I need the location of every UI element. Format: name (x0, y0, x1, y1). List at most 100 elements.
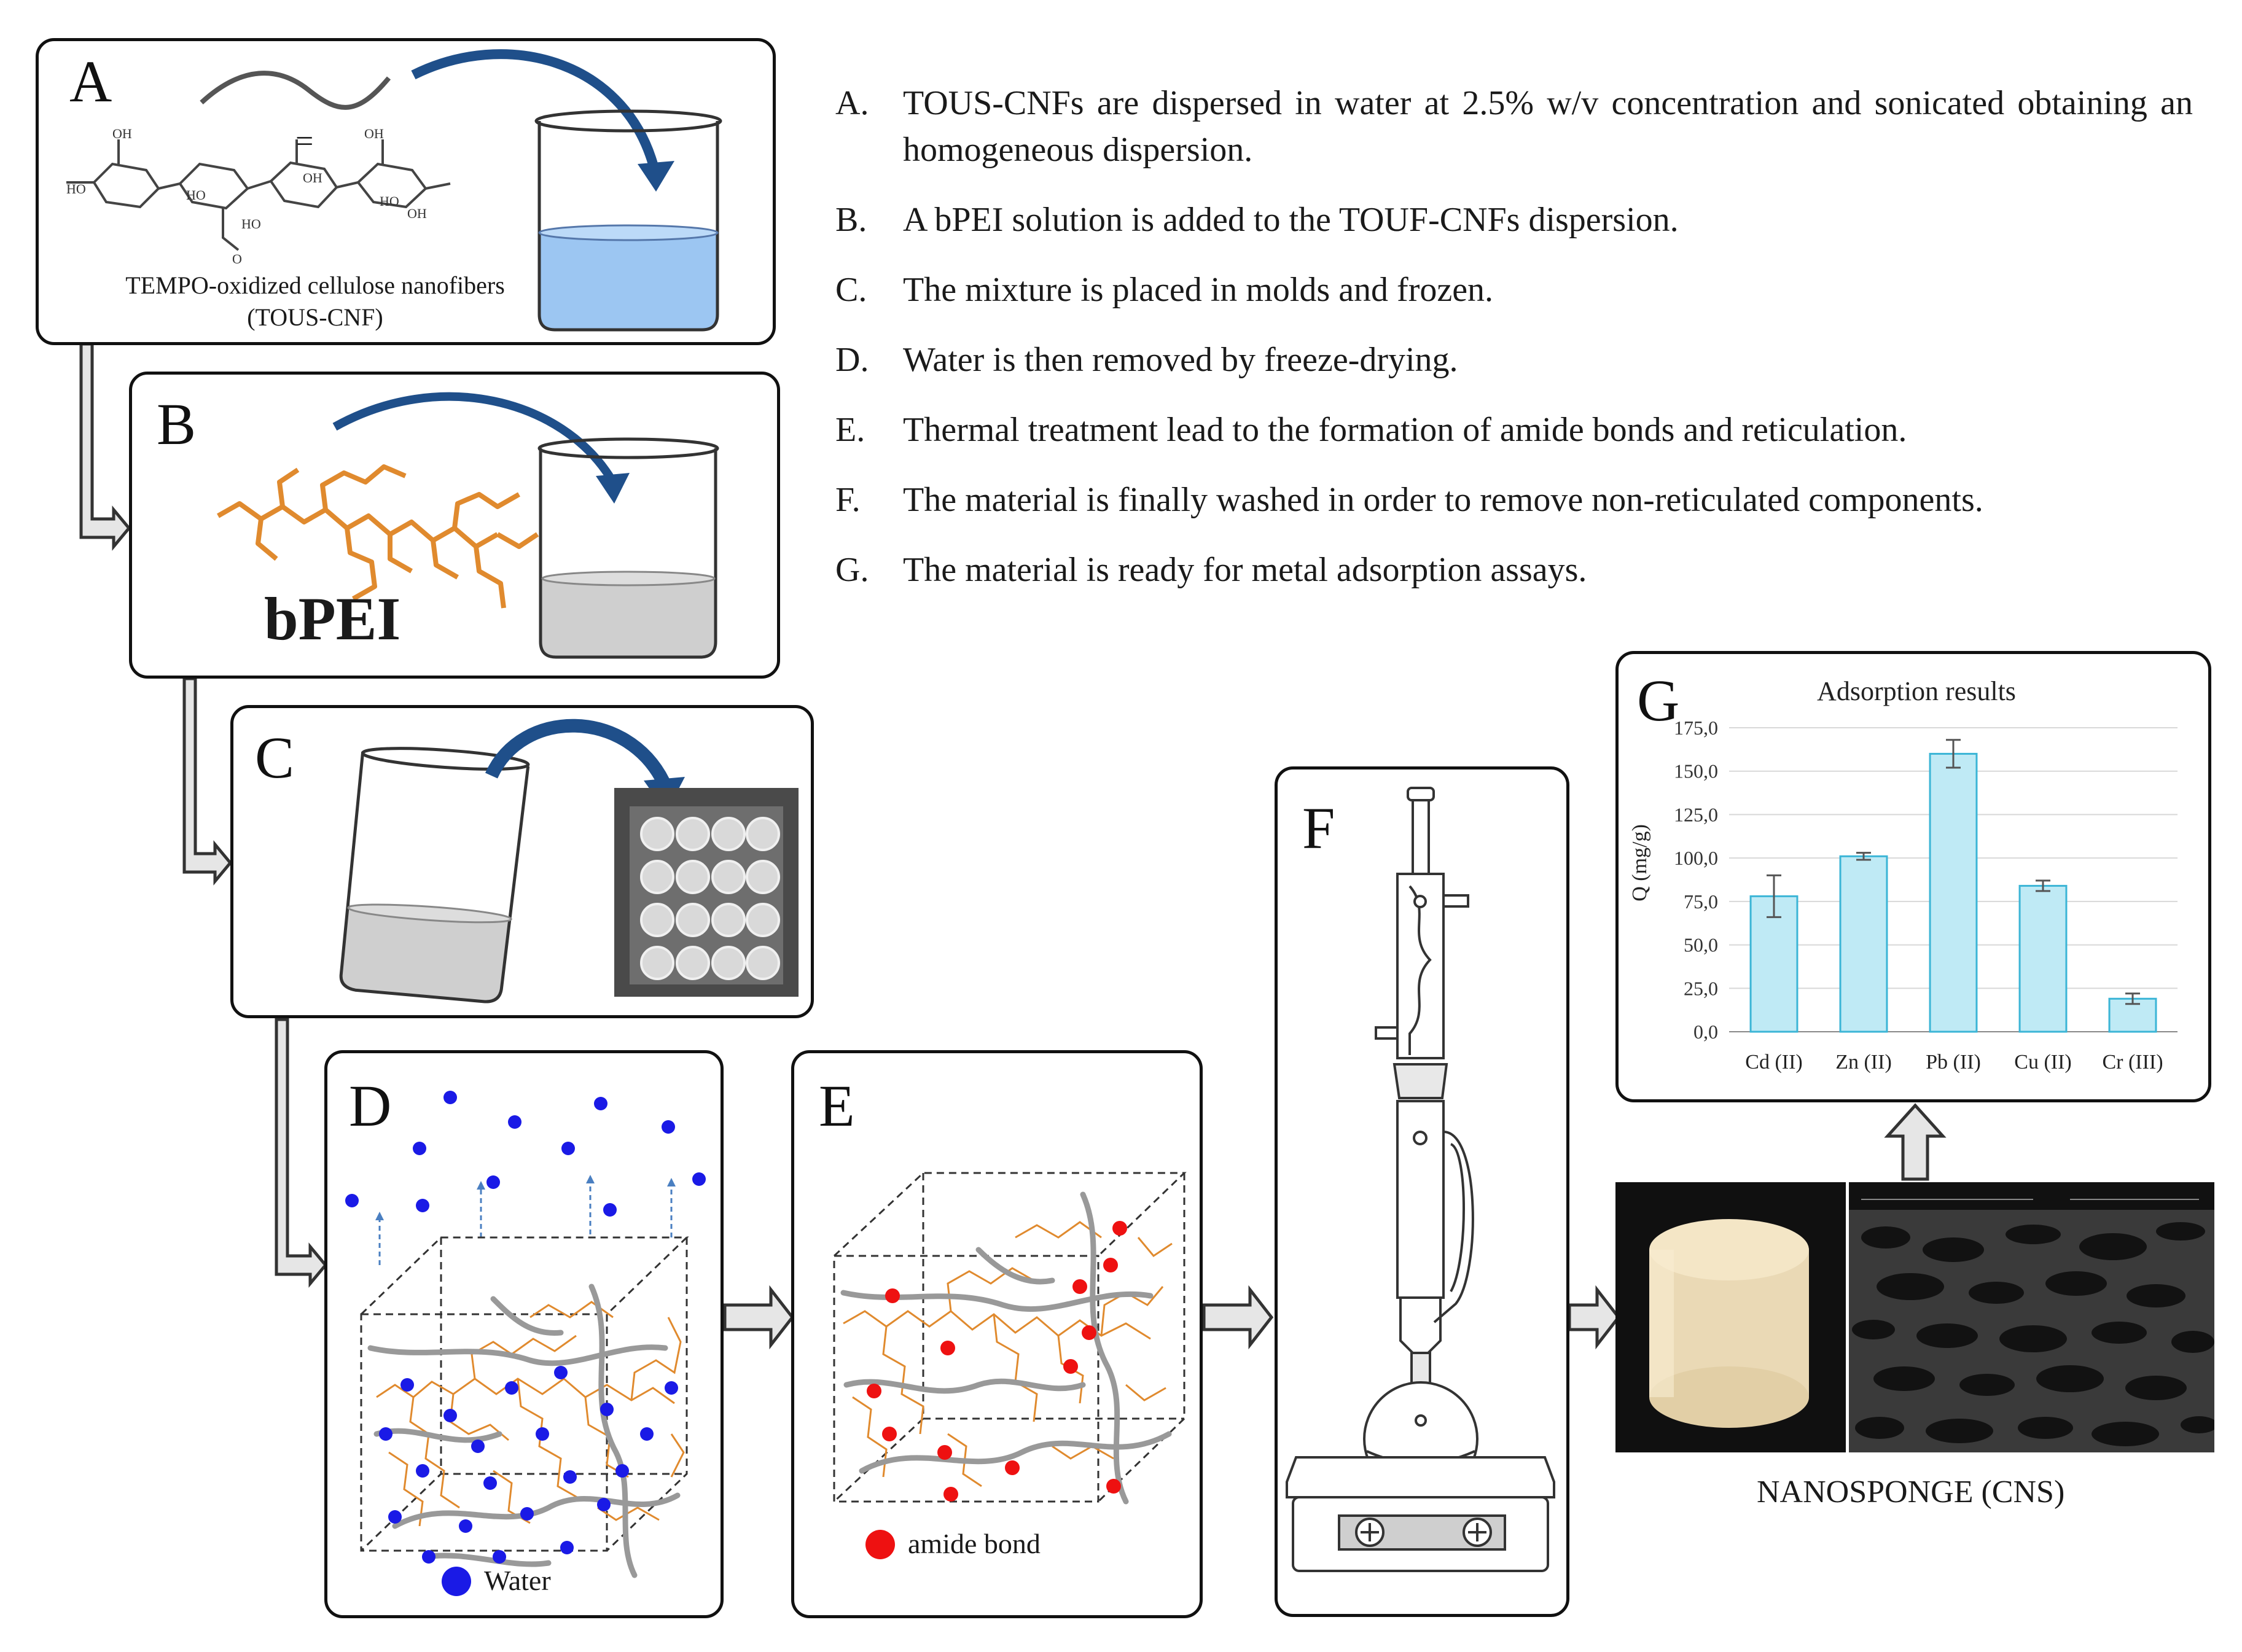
amide-bonds (867, 1221, 1127, 1502)
chart-x-ticks: Cd (II) Zn (II) Pb (II) Cu (II) Cr (III) (1745, 1051, 2163, 1073)
bpei-label: bPEI (264, 585, 401, 653)
sponge-cylinder (1649, 1219, 1809, 1428)
y-tick-label: 125,0 (1674, 803, 1718, 825)
pour-arrow-b (332, 392, 615, 481)
amide-legend-label: amide bond (908, 1528, 1041, 1559)
x-tick-label: Cr (III) (2102, 1051, 2163, 1073)
step-a: A.TOUS-CNFs are dispersed in water at 2.… (835, 84, 2193, 169)
pour-arrow (411, 49, 658, 166)
soxhlet-apparatus (1286, 787, 1555, 1572)
water-legend-dot (442, 1567, 471, 1596)
equals-sign: = (295, 124, 313, 159)
sem-image (1849, 1182, 2217, 1452)
step-g: G.The material is ready for metal adsorp… (835, 551, 1587, 589)
panel-e-letter: E (819, 1073, 855, 1139)
bar-cuii (2018, 884, 2068, 1033)
svg-text:HO: HO (66, 181, 86, 197)
y-tick-label: 100,0 (1674, 847, 1718, 869)
water-molecules-released (345, 1091, 706, 1217)
step-e: E.Thermal treatment lead to the formatio… (835, 411, 1907, 449)
panel-d: D (324, 1050, 724, 1618)
panel-b-letter: B (157, 391, 197, 457)
panel-e-drawing (833, 1172, 1187, 1559)
chart-bars (1749, 739, 2157, 1033)
panel-a-caption-line1: TEMPO-oxidized cellulose nanofibers (125, 271, 505, 299)
bar-znii (1839, 855, 1888, 1033)
panel-f-letter: F (1302, 795, 1335, 861)
pour-arrow-b-head (596, 473, 630, 504)
pour-arrow-head (638, 161, 674, 192)
chart-y-axis-label: Q (mg/g) (1628, 824, 1651, 902)
amide-legend-dot (865, 1530, 895, 1559)
panel-g-letter: G (1637, 668, 1680, 733)
x-tick-label: Zn (II) (1835, 1051, 1892, 1073)
connector-d-e (723, 1285, 795, 1350)
step-b: B.A bPEI solution is added to the TOUF-C… (835, 201, 1679, 239)
beaker-a (534, 109, 722, 332)
chart-y-ticks: 0,0 25,0 50,0 75,0 100,0 125,0 150,0 175,0 (1674, 717, 1718, 1043)
sublimation-arrows (375, 1175, 676, 1265)
connector-a-b (79, 342, 131, 551)
adsorption-chart: Adsorption results Q (mg/g) 0,0 25,0 50,0 7… (1628, 676, 2178, 1073)
y-tick-label: 75,0 (1684, 890, 1718, 913)
sem-porous-texture (1849, 1182, 2217, 1446)
water-molecules-trapped (379, 1366, 678, 1564)
svg-text:O: O (232, 251, 242, 267)
nanosponge-photo (1615, 1182, 1846, 1452)
x-tick-label: Cu (II) (2014, 1051, 2071, 1073)
panel-c-drawing (339, 719, 799, 1003)
step-c: C.The mixture is placed in molds and fro… (835, 271, 1494, 309)
fiber-wave (200, 71, 391, 110)
x-tick-label: Pb (II) (1926, 1051, 1981, 1073)
step-list: A.TOUS-CNFs are dispersed in water at 2.… (835, 80, 2193, 617)
water-legend-label: Water (484, 1565, 551, 1596)
panel-f: F (1275, 766, 1569, 1617)
panel-d-letter: D (349, 1073, 392, 1139)
panel-a-letter: A (69, 49, 112, 114)
svg-text:OH: OH (303, 170, 322, 185)
panel-b: B bPEI (129, 372, 780, 679)
connector-sponge-g (1884, 1103, 1947, 1181)
y-tick-label: 175,0 (1674, 717, 1718, 739)
y-tick-label: 0,0 (1693, 1021, 1718, 1043)
svg-text:OH: OH (364, 126, 384, 141)
svg-text:HO: HO (380, 193, 399, 209)
connector-e-f (1202, 1285, 1274, 1350)
fibers-d (367, 1284, 681, 1578)
bar-pbii (1929, 752, 1978, 1033)
connector-b-c (182, 677, 233, 886)
chart-title: Adsorption results (1817, 676, 2016, 706)
panel-d-drawing (345, 1091, 706, 1596)
step-f: F.The material is finally washed in orde… (835, 481, 1983, 519)
cube-e (833, 1172, 1187, 1503)
panel-a-caption-line2: (TOUS-CNF) (247, 303, 383, 331)
panel-a-caption: TEMPO-oxidized cellulose nanofibers (TOU… (76, 270, 555, 333)
y-tick-label: 150,0 (1674, 760, 1718, 782)
connector-f-sponge (1568, 1285, 1621, 1350)
panel-g: G Adsorption results Q (mg/g) 0,0 25,0 50,… (1615, 651, 2211, 1102)
cellulose-structure (66, 139, 451, 251)
panel-c: C (230, 705, 814, 1018)
cube-d (360, 1236, 689, 1552)
x-tick-label: Cd (II) (1745, 1051, 1802, 1073)
panel-a: A OH HO HO OH OH HO (36, 38, 776, 345)
connector-c-d (275, 1018, 328, 1288)
bpei-structure (217, 464, 539, 609)
fibers-e (840, 1191, 1172, 1505)
svg-text:OH: OH (407, 206, 427, 221)
bar-cdii (1749, 895, 1799, 1033)
mold-plate-photo (614, 788, 799, 997)
svg-text:HO: HO (186, 187, 206, 203)
step-d: D.Water is then removed by freeze-drying… (835, 341, 1458, 379)
panel-b-drawing (217, 392, 719, 659)
pour-arrow-c (485, 719, 670, 785)
panel-c-letter: C (255, 725, 295, 790)
nanosponge-label: NANOSPONGE (CNS) (1757, 1475, 2065, 1510)
panel-a-drawing: OH HO HO OH OH HO OH HO O = (66, 49, 722, 332)
panel-e: E (791, 1050, 1203, 1618)
y-tick-label: 25,0 (1684, 977, 1718, 999)
beaker-c (339, 747, 530, 1003)
beaker-b (537, 437, 719, 659)
y-tick-label: 50,0 (1684, 934, 1718, 956)
